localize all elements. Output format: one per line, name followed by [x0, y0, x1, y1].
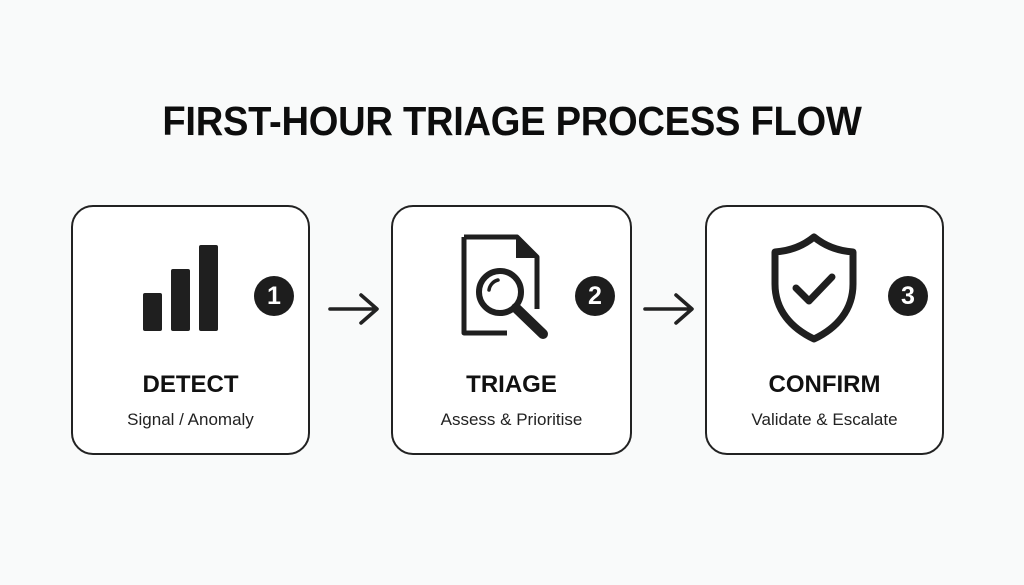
step-heading: DETECT	[142, 371, 239, 398]
step-heading: TRIAGE	[466, 371, 557, 398]
step-card-triage: 2 TRIAGE Assess & Prioritise	[391, 205, 632, 455]
step-heading: CONFIRM	[768, 371, 881, 398]
step-subtitle: Signal / Anomaly	[127, 410, 254, 429]
step-card-detect: 1 DETECT Signal / Anomaly	[71, 205, 310, 455]
shield-check-icon	[771, 233, 857, 343]
step-number-badge: 3	[888, 276, 928, 316]
arrow-right-icon	[643, 293, 694, 325]
step-subtitle: Assess & Prioritise	[440, 410, 583, 429]
step-subtitle: Validate & Escalate	[751, 410, 898, 429]
step-number-badge: 1	[254, 276, 294, 316]
arrow-right-icon	[328, 293, 379, 325]
diagram-title: FIRST-HOUR TRIAGE PROCESS FLOW	[162, 98, 862, 144]
step-card-confirm: 3 CONFIRM Validate & Escalate	[705, 205, 944, 455]
step-number-badge: 2	[575, 276, 615, 316]
bar-chart-icon	[143, 245, 218, 331]
document-search-icon	[461, 234, 548, 339]
